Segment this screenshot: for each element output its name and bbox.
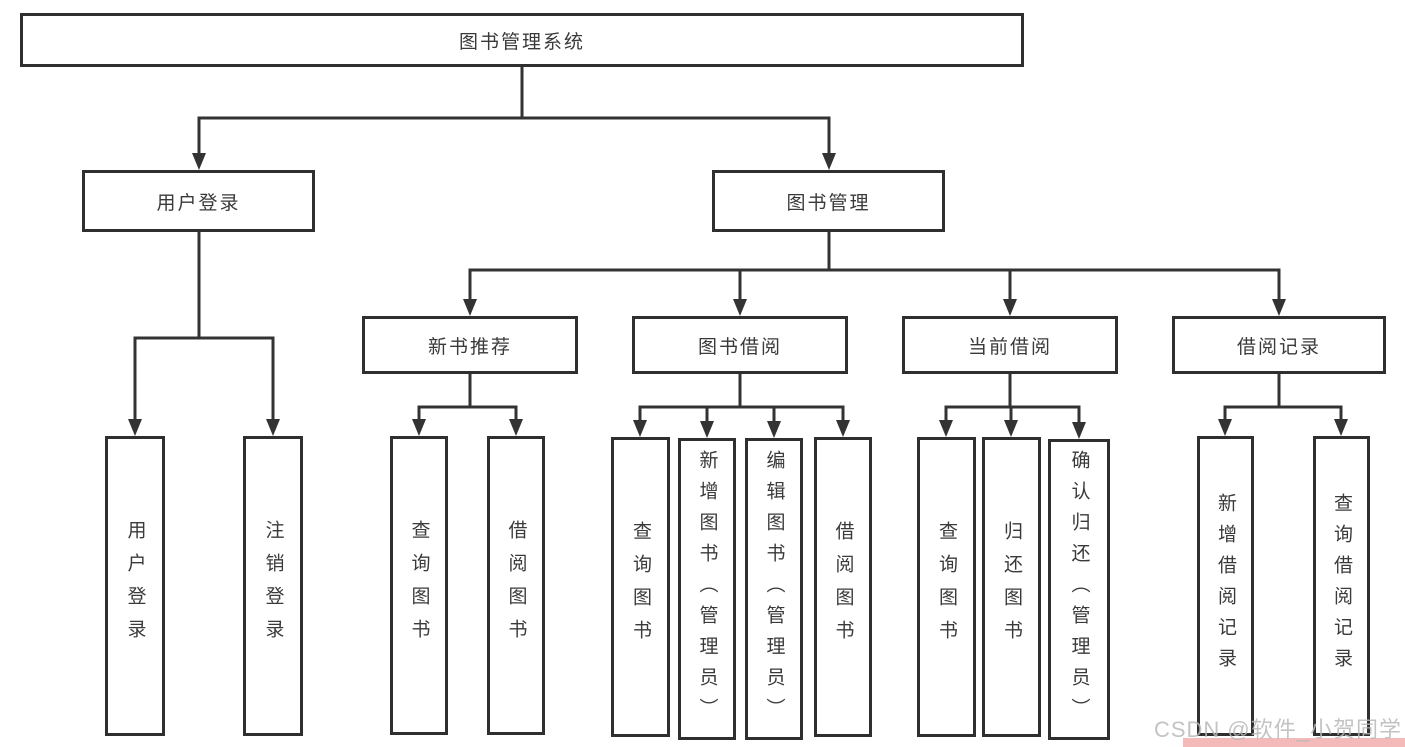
leaf-edit-books-admin: 编辑图书（管理员） <box>745 438 803 740</box>
node-book-management-label: 图书管理 <box>786 192 871 214</box>
node-borrow-records: 借阅记录 <box>1172 316 1386 374</box>
leaf-label: 借阅图书 <box>505 519 527 652</box>
leaf-label: 新增借阅记录 <box>1215 493 1236 679</box>
node-root-label: 图书管理系统 <box>458 31 585 53</box>
node-book-borrow-label: 图书借阅 <box>697 336 782 358</box>
node-borrow-records-label: 借阅记录 <box>1236 336 1321 358</box>
leaf-label: 查询图书 <box>936 521 957 653</box>
leaf-label: 归还图书 <box>1001 521 1022 653</box>
leaf-label: 注销登录 <box>262 520 284 652</box>
leaf-label: 借阅图书 <box>832 521 854 653</box>
watermark-text: CSDN @软件_小贺同学 <box>1153 717 1402 742</box>
watermark-bar <box>1183 738 1405 747</box>
node-new-book-recommend-label: 新书推荐 <box>427 336 512 358</box>
leaf-borrow-books-2: 借阅图书 <box>814 437 872 737</box>
leaf-add-borrow-record: 新增借阅记录 <box>1197 436 1254 736</box>
leaf-query-borrow-record: 查询借阅记录 <box>1313 436 1370 736</box>
leaf-label: 用户登录 <box>124 520 146 652</box>
node-book-borrow: 图书借阅 <box>632 316 848 374</box>
leaf-label: 查询图书 <box>408 519 430 652</box>
node-root: 图书管理系统 <box>20 13 1024 67</box>
leaf-label: 查询图书 <box>630 521 651 653</box>
leaf-label: 编辑图书（管理员） <box>763 449 785 729</box>
leaf-label: 新增图书（管理员） <box>696 449 718 729</box>
node-user-login: 用户登录 <box>82 170 315 232</box>
leaf-return-books: 归还图书 <box>982 437 1041 737</box>
leaf-user-login: 用户登录 <box>105 436 165 736</box>
leaf-query-books-3: 查询图书 <box>917 437 976 737</box>
leaf-logout: 注销登录 <box>243 436 303 736</box>
leaf-query-books-2: 查询图书 <box>611 437 670 737</box>
node-current-borrow: 当前借阅 <box>902 316 1118 374</box>
leaf-query-books-1: 查询图书 <box>390 436 448 735</box>
leaf-add-books-admin: 新增图书（管理员） <box>678 438 736 740</box>
node-user-login-label: 用户登录 <box>156 192 241 214</box>
leaf-confirm-return-admin: 确认归还（管理员） <box>1048 439 1110 740</box>
node-new-book-recommend: 新书推荐 <box>362 316 578 374</box>
node-current-borrow-label: 当前借阅 <box>967 336 1052 358</box>
leaf-borrow-books-1: 借阅图书 <box>487 436 545 735</box>
node-book-management: 图书管理 <box>712 170 945 232</box>
leaf-label: 查询借阅记录 <box>1331 493 1352 679</box>
leaf-label: 确认归还（管理员） <box>1068 450 1090 729</box>
